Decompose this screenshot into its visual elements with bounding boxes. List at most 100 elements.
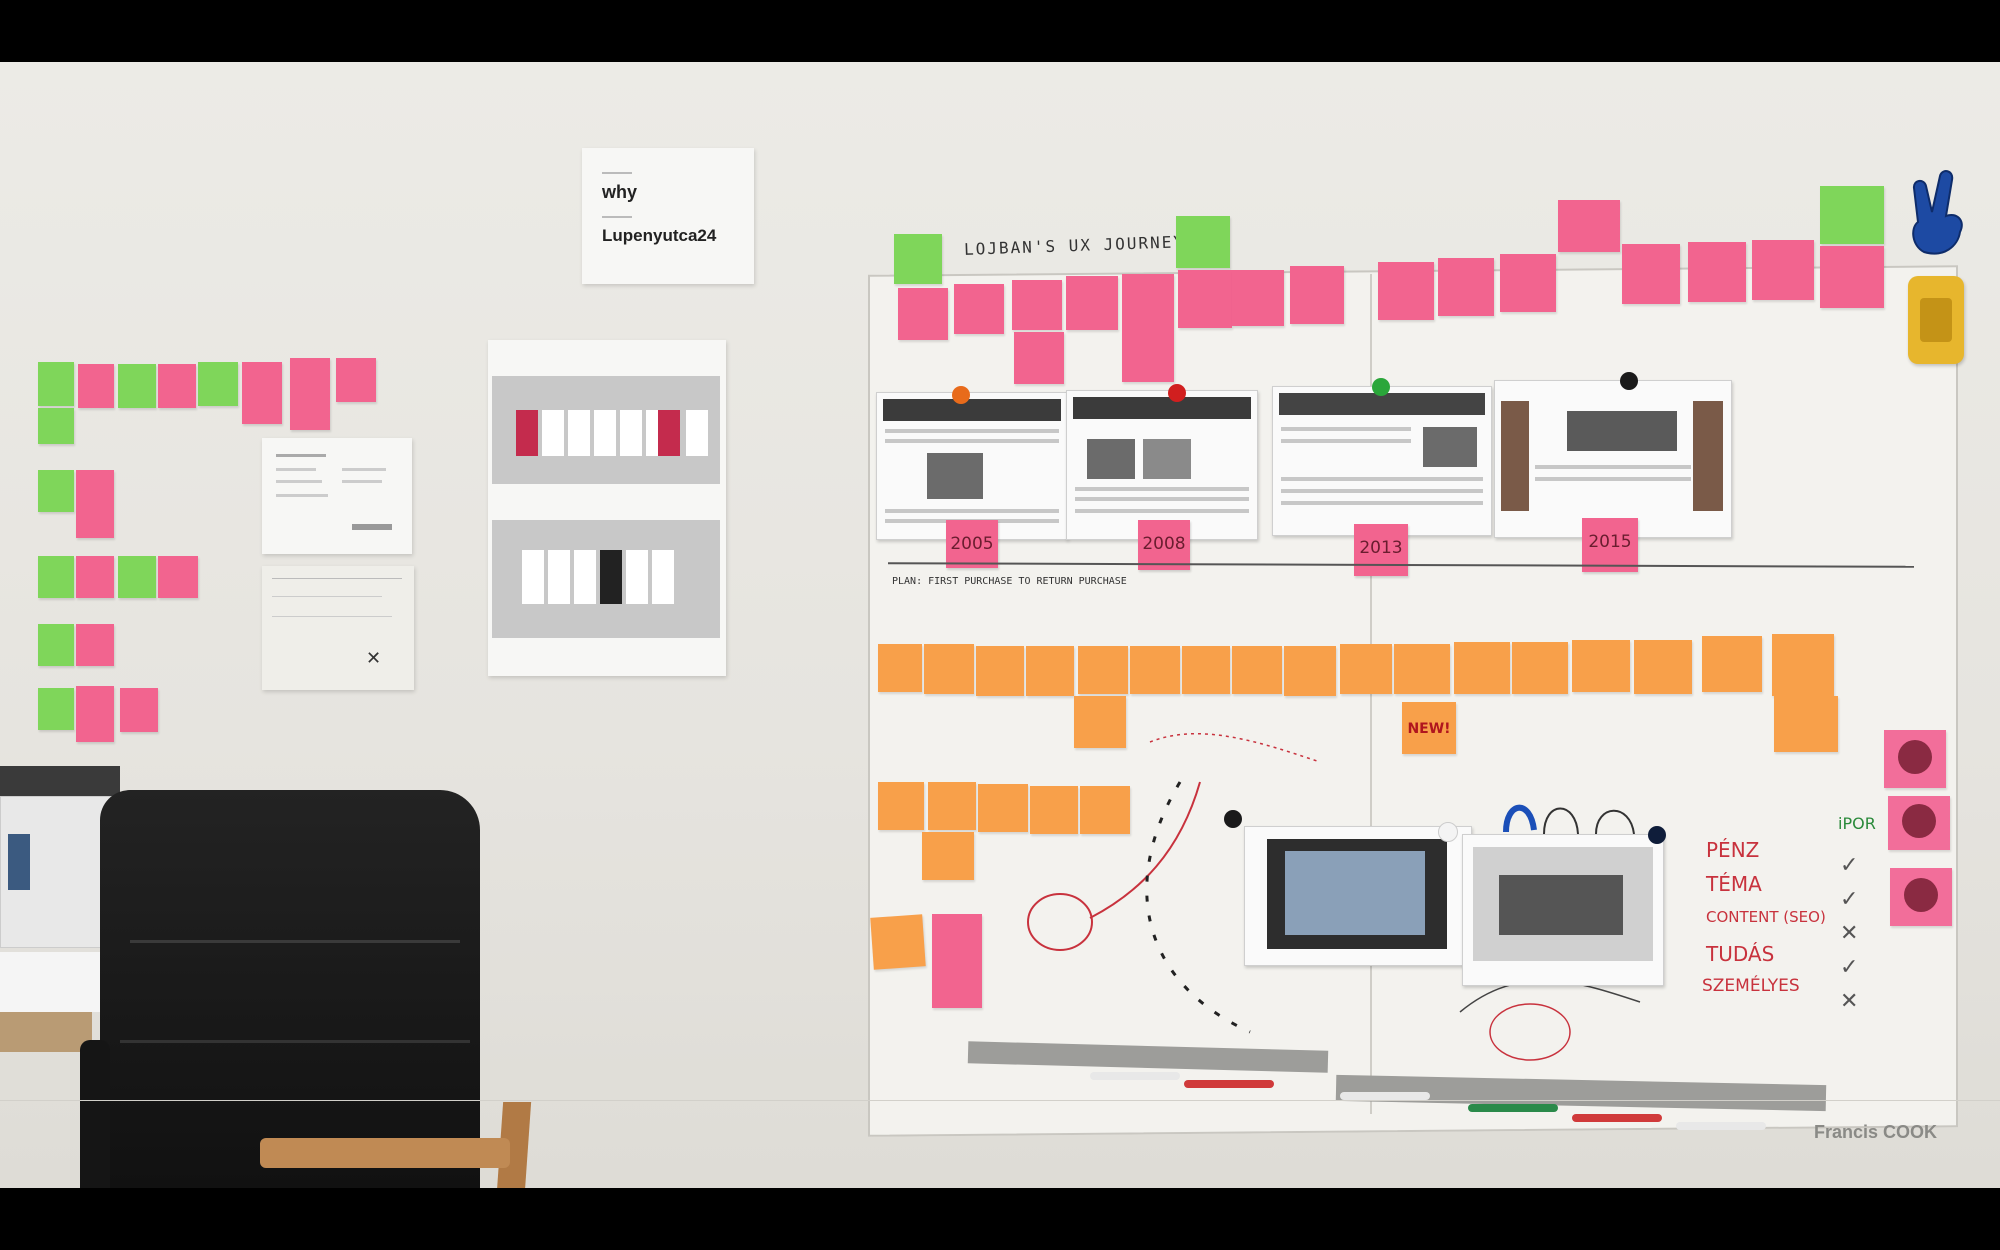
green-magnet [1372, 378, 1390, 396]
office-chair [70, 790, 500, 1188]
white-magnet [1438, 822, 1458, 842]
black-magnet [1620, 372, 1638, 390]
red-list-item: TÉMA [1706, 872, 1762, 896]
sticky-note [1182, 646, 1230, 694]
year-note: 2008 [1138, 520, 1190, 570]
red-drawing [1027, 732, 1321, 951]
sticky-note [1622, 244, 1680, 304]
marker [1090, 1072, 1180, 1080]
website-print-2005 [876, 392, 1068, 540]
sticky-note [76, 686, 114, 742]
board-title: LOJBAN'S UX JOURNEY [963, 232, 1186, 259]
red-list-item: TUDÁS [1706, 942, 1775, 966]
sticky-note [76, 556, 114, 598]
whiteboard-seam [1370, 274, 1372, 1114]
sticky-note [1394, 644, 1450, 694]
sticky-note [932, 914, 982, 1008]
year-note: 2015 [1582, 518, 1638, 572]
sticky-note [1500, 254, 1556, 312]
sticky-note [978, 784, 1028, 832]
peace-hand-magnet [1904, 166, 1980, 260]
sticky-note [1820, 246, 1884, 308]
website-print-2008 [1066, 390, 1258, 540]
sticky-note [76, 470, 114, 538]
sticky-note [198, 362, 238, 406]
sticky-note [954, 284, 1004, 334]
mobile-screens-print [488, 340, 726, 676]
sticky-note [38, 624, 74, 666]
navy-magnet [1648, 826, 1666, 844]
sticky-note [1080, 786, 1130, 834]
sticky-note [1752, 240, 1814, 300]
sticky-note [1340, 644, 1392, 694]
sticky-note [1012, 280, 1062, 330]
desktop-print-left [1244, 826, 1472, 966]
sticky-note [928, 782, 976, 830]
sticky-note [158, 556, 198, 598]
photo-scene: why Lupenyutca24 ✕ [0, 62, 2000, 1188]
sketch-print: ✕ [262, 566, 414, 690]
sticky-note [120, 688, 158, 732]
sticky-note [1026, 646, 1074, 696]
sticky-note [1074, 696, 1126, 748]
sticky-note [1122, 330, 1174, 382]
sticky-note [1558, 200, 1620, 252]
sticky-note [1688, 242, 1746, 302]
sticky-note [1820, 186, 1884, 244]
sticky-note [290, 358, 330, 430]
printer [0, 742, 122, 1012]
wireframe-print [262, 438, 412, 554]
sticky-note [1232, 646, 1282, 694]
sticky-note [1284, 646, 1336, 696]
black-magnet [1224, 810, 1242, 828]
timeline-label: PLAN: FIRST PURCHASE TO RETURN PURCHASE [892, 576, 1127, 587]
wooden-chair [260, 1102, 560, 1188]
red-list-header: iPOR [1838, 814, 1876, 833]
sticky-note [894, 234, 942, 284]
sticky-note [38, 408, 74, 444]
sticky-note [924, 644, 974, 694]
sticky-note [922, 832, 974, 880]
desk [0, 1012, 92, 1052]
sticky-note [1078, 646, 1128, 694]
sticky-note [1774, 696, 1838, 752]
sticky-note [38, 470, 74, 512]
sticky-note [1176, 216, 1230, 268]
badge-magnet [1908, 276, 1964, 364]
poster-line-2: Lupenyutca24 [602, 226, 717, 245]
desktop-print-right [1462, 834, 1664, 986]
marker [1676, 1122, 1766, 1130]
skull-sticker [1888, 796, 1950, 850]
sticky-note [118, 364, 156, 408]
poster-line-1: why [602, 182, 638, 202]
skull-sticker [1890, 868, 1952, 926]
red-list-item: SZEMÉLYES [1702, 976, 1800, 996]
year-note: 2005 [946, 520, 998, 568]
skull-sticker [1884, 730, 1946, 788]
sticky-note [878, 644, 922, 692]
sticky-note [1772, 634, 1834, 696]
new-note: NEW! [1402, 702, 1456, 754]
sticky-note [1454, 642, 1510, 694]
sticky-note [158, 364, 196, 408]
sketch-mark: ✕ [366, 648, 382, 668]
sticky-note [1634, 640, 1692, 694]
marker [1468, 1104, 1558, 1112]
sticky-note [76, 624, 114, 666]
year-note: 2013 [1354, 524, 1408, 576]
sticky-note [1290, 266, 1344, 324]
sticky-note [870, 914, 926, 970]
sticky-note [878, 782, 924, 830]
sticky-note [1702, 636, 1762, 692]
check-marks: ✓✓✕✓✕ [1840, 852, 1859, 1013]
sticky-note [38, 688, 74, 730]
red-list-item: CONTENT (SEO) [1706, 908, 1826, 926]
photo-credit: Francis COOK [1814, 1122, 1938, 1142]
website-print-2013 [1272, 386, 1492, 536]
sticky-note [1232, 270, 1284, 326]
website-print-2015 [1494, 380, 1732, 538]
sticky-note [1014, 332, 1064, 384]
marker [1572, 1114, 1662, 1122]
red-list-item: PÉNZ [1706, 838, 1760, 862]
sticky-note [38, 556, 74, 598]
